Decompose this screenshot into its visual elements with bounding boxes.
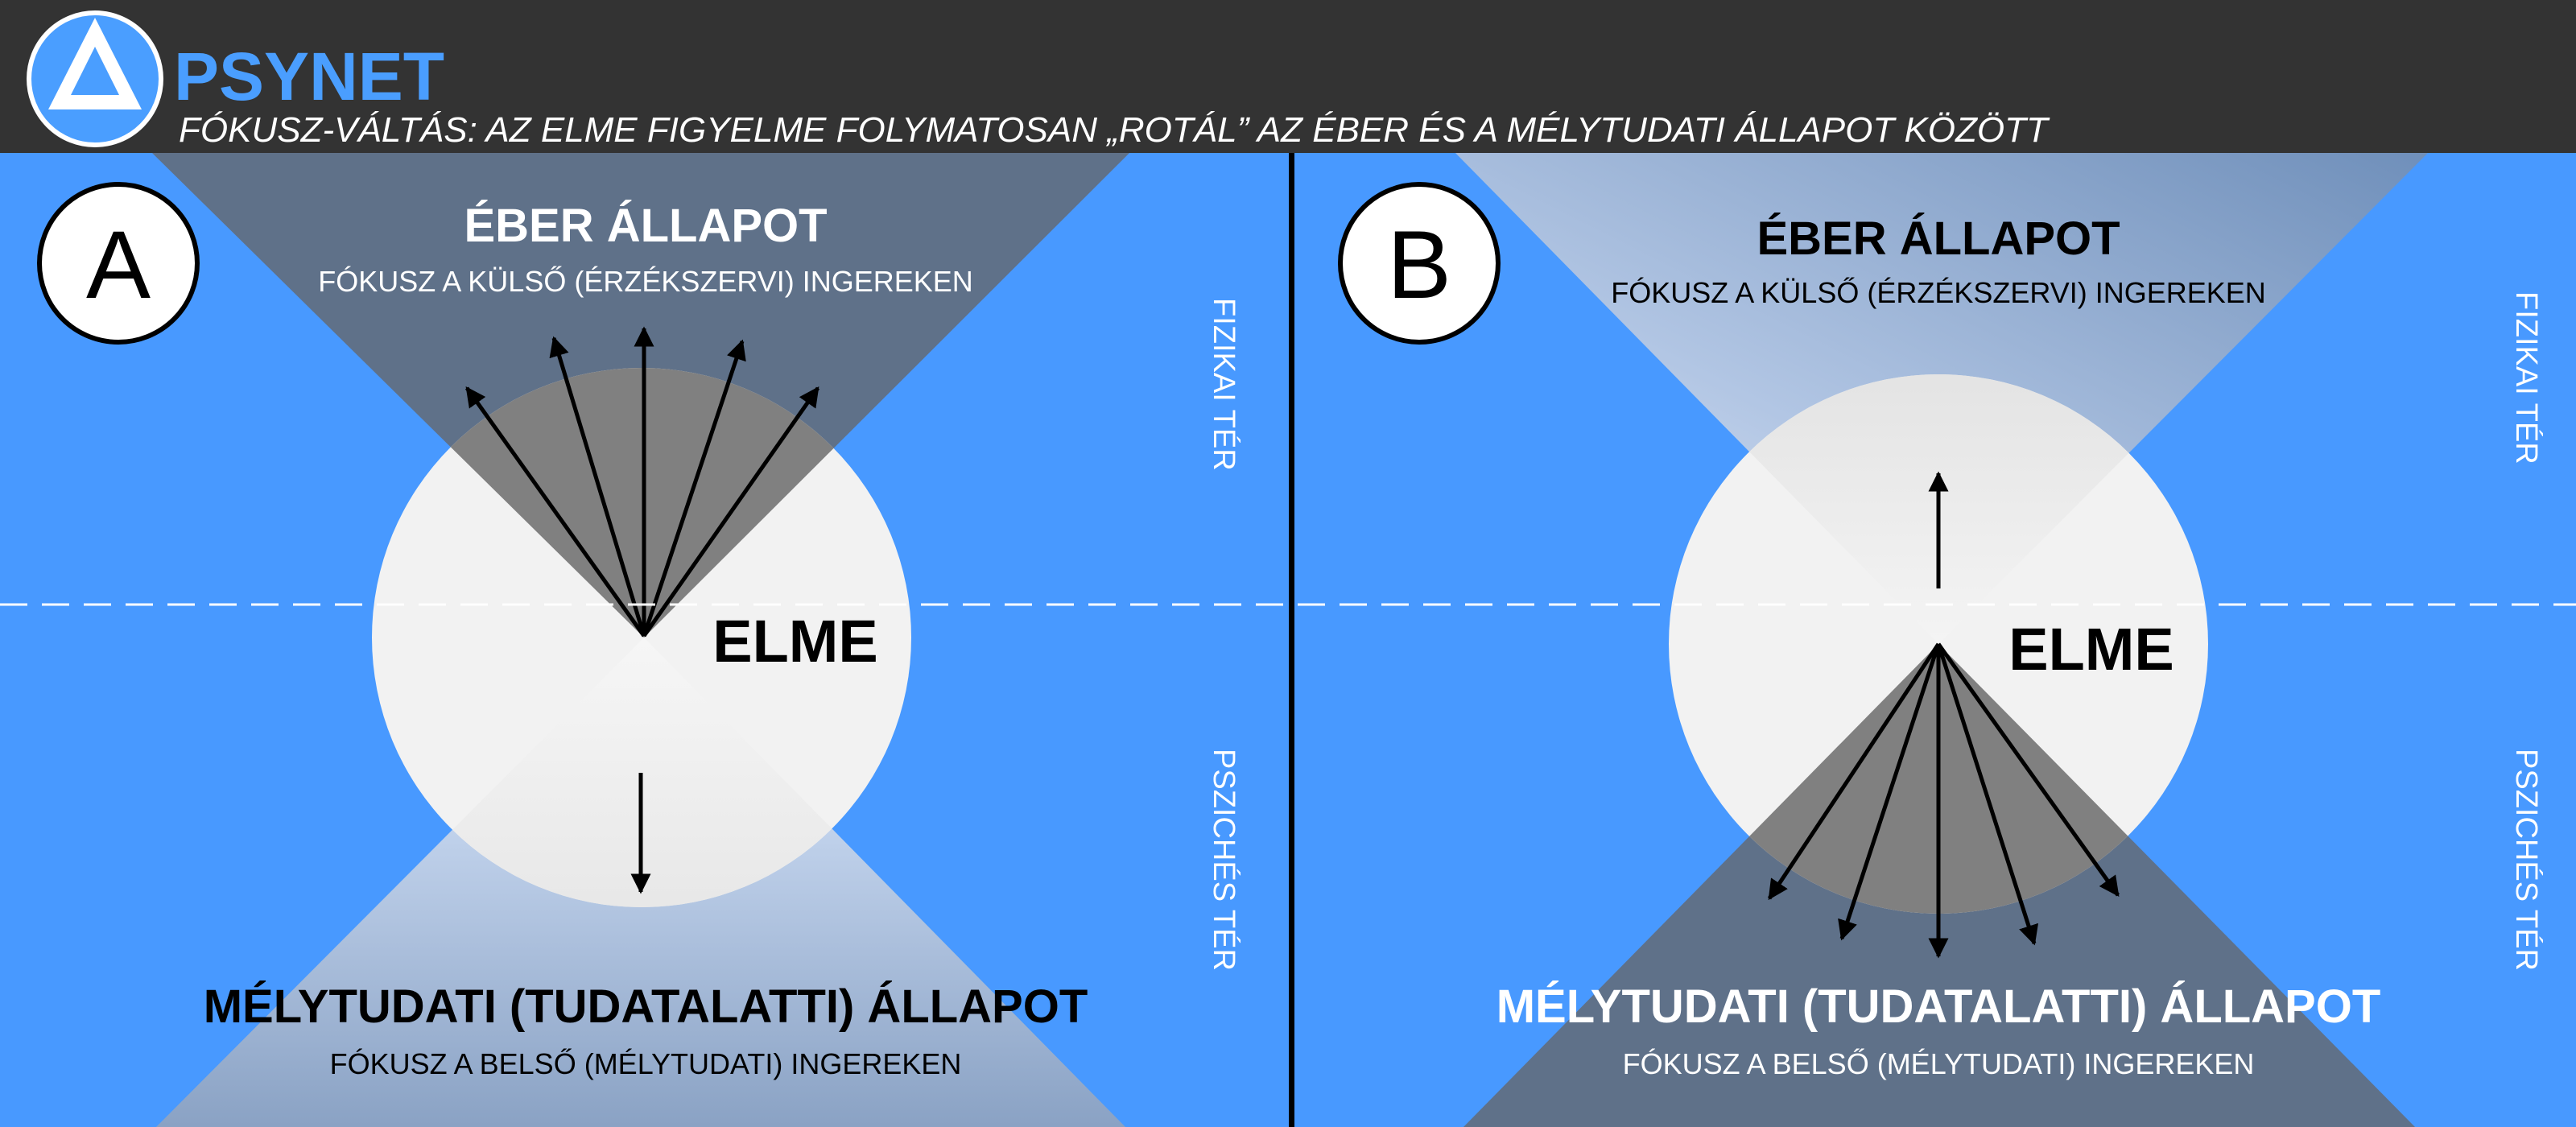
arrow <box>549 336 646 637</box>
mind-label: ELME <box>2008 616 2174 683</box>
psychic-space-label: PSZICHÉS TÉR <box>1207 749 1241 971</box>
subconscious-title: MÉLYTUDATI (TUDATALATTI) ÁLLAPOT <box>204 980 1088 1033</box>
psychic-space-label: PSZICHÉS TÉR <box>2509 749 2544 971</box>
panel-label-b: B <box>1338 182 1501 345</box>
awake-title: ÉBER ÁLLAPOT <box>1757 213 2120 265</box>
arrow <box>1936 643 2039 946</box>
subconscious-subtitle: FÓKUSZ A BELSŐ (MÉLYTUDATI) INGEREKEN <box>1623 1047 2255 1080</box>
arrow <box>1936 642 2120 898</box>
panel-label-text: A <box>86 211 151 319</box>
header-subtitle: FÓKUSZ-VÁLTÁS: AZ ELME FIGYELME FOLYMATO… <box>179 110 2050 150</box>
physical-space-label: FIZIKAI TÉR <box>2509 291 2544 464</box>
panel-a: ÉBER ÁLLAPOT FÓKUSZ A KÜLSŐ (ÉRZÉKSZERVI… <box>37 153 1241 1127</box>
psynet-logo-icon <box>27 10 163 147</box>
focus-arrows <box>464 326 820 894</box>
physical-space-label: FIZIKAI TÉR <box>1207 298 1241 471</box>
awake-subtitle: FÓKUSZ A KÜLSŐ (ÉRZÉKSZERVI) INGEREKEN <box>1611 276 2266 309</box>
awake-title: ÉBER ÁLLAPOT <box>464 200 827 252</box>
header: PSYNET FÓKUSZ-VÁLTÁS: AZ ELME FIGYELME F… <box>0 0 2576 153</box>
subconscious-title: MÉLYTUDATI (TUDATALATTI) ÁLLAPOT <box>1496 980 2381 1033</box>
brand-name: PSYNET <box>174 39 444 114</box>
arrow <box>642 339 746 637</box>
panel-divider <box>1289 153 1294 1127</box>
arrow <box>642 386 820 638</box>
panel-label-a: A <box>37 182 200 345</box>
panel-b: ÉBER ÁLLAPOT FÓKUSZ A KÜLSŐ (ÉRZÉKSZERVI… <box>1338 153 2544 1127</box>
awake-subtitle: FÓKUSZ A KÜLSŐ (ÉRZÉKSZERVI) INGEREKEN <box>318 265 973 298</box>
focus-arrows <box>1767 471 2120 959</box>
arrow <box>1838 643 1941 941</box>
arrow <box>464 386 646 638</box>
mind-label: ELME <box>712 608 878 675</box>
panel-label-text: B <box>1387 211 1451 319</box>
subconscious-subtitle: FÓKUSZ A BELSŐ (MÉLYTUDATI) INGEREKEN <box>330 1047 962 1080</box>
arrow <box>1767 642 1941 901</box>
